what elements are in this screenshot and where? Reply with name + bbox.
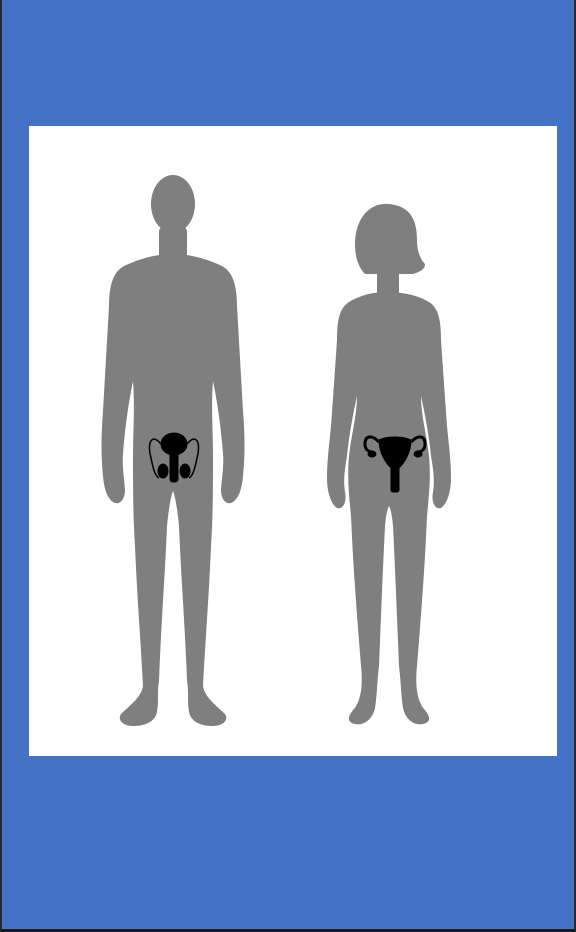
illustration-panel bbox=[29, 126, 557, 756]
anatomy-illustration bbox=[29, 126, 557, 756]
